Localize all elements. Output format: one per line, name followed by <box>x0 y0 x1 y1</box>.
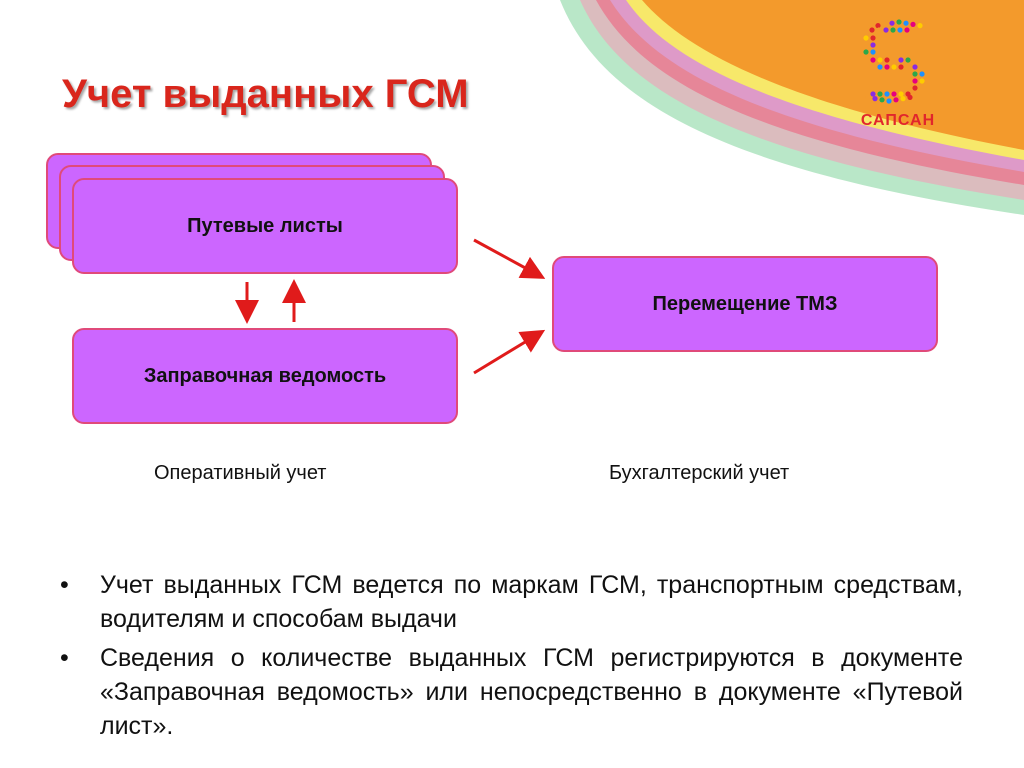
logo-dot <box>872 96 878 102</box>
logo-dot <box>891 57 897 63</box>
logo-dot <box>882 21 888 27</box>
logo-dot <box>876 27 882 33</box>
logo-dot <box>917 23 923 29</box>
logo-dot <box>898 57 904 63</box>
logo-dot <box>910 21 916 27</box>
logo-dot <box>919 85 925 91</box>
logo-dot <box>870 42 876 48</box>
bullet-item: • Сведения о количестве выданных ГСМ рег… <box>58 641 963 743</box>
sapsan-logo: САПСАН <box>848 12 958 132</box>
logo-dot <box>870 57 876 63</box>
logo-dot <box>890 27 896 33</box>
logo-dot <box>883 27 889 33</box>
bullet-text: Сведения о количестве выданных ГСМ регис… <box>100 644 963 740</box>
caption-accounting: Бухгалтерский учет <box>609 462 790 484</box>
logo-dot <box>912 71 918 77</box>
logo-dot <box>919 71 925 77</box>
bullet-dot-icon: • <box>60 644 69 672</box>
box-tmz-transfer: Перемещение ТМЗ <box>552 256 938 352</box>
bullet-text: Учет выданных ГСМ ведется по маркам ГСМ,… <box>100 571 963 633</box>
logo-dot <box>869 27 875 33</box>
logo-dot <box>884 64 890 70</box>
logo-dot <box>877 64 883 70</box>
logo-dot <box>870 35 876 41</box>
logo-dot <box>891 64 897 70</box>
logo-dot <box>889 20 895 26</box>
logo-dot <box>863 35 869 41</box>
box-waybills-label: Путевые листы <box>187 214 343 237</box>
page-title: Учет выданных ГСМ <box>62 72 469 116</box>
logo-dot <box>863 49 869 55</box>
box-fuel-sheet: Заправочная ведомость <box>72 328 458 424</box>
bullet-dot-icon: • <box>60 571 69 599</box>
logo-dot <box>905 57 911 63</box>
logo-dot <box>912 78 918 84</box>
box-fuel-sheet-label: Заправочная ведомость <box>143 364 387 387</box>
logo-dot <box>875 23 881 29</box>
logo-dot <box>891 91 897 97</box>
logo-dot <box>900 96 906 102</box>
bullet-list: • Учет выданных ГСМ ведется по маркам ГС… <box>58 568 963 748</box>
logo-dot <box>893 97 899 103</box>
wave-orange <box>642 0 1024 150</box>
logo-dot <box>877 57 883 63</box>
logo-dot <box>863 42 869 48</box>
logo-dot <box>919 78 925 84</box>
logo-dot <box>877 91 883 97</box>
logo-dot <box>879 97 885 103</box>
logo-text: САПСАН <box>860 112 936 129</box>
logo-dot <box>904 27 910 33</box>
logo-dot <box>905 64 911 70</box>
logo-dot <box>884 91 890 97</box>
logo-dot <box>870 49 876 55</box>
logo-dot <box>907 94 913 100</box>
logo-dot <box>870 91 876 97</box>
logo-dot <box>912 64 918 70</box>
logo-dot <box>865 94 871 100</box>
box-waybills: Путевые листы <box>72 178 458 274</box>
caption-operational: Оперативный учет <box>154 462 327 484</box>
logo-dot <box>884 57 890 63</box>
logo-dot <box>898 91 904 97</box>
logo-dot <box>898 64 904 70</box>
logo-dot <box>912 85 918 91</box>
logo-dot <box>896 19 902 25</box>
logo-dot <box>897 27 903 33</box>
logo-dots-icon <box>863 19 925 104</box>
logo-dot <box>886 98 892 104</box>
bullet-item: • Учет выданных ГСМ ведется по маркам ГС… <box>58 568 963 636</box>
box-tmz-transfer-label: Перемещение ТМЗ <box>652 292 838 315</box>
logo-dot <box>903 20 909 26</box>
